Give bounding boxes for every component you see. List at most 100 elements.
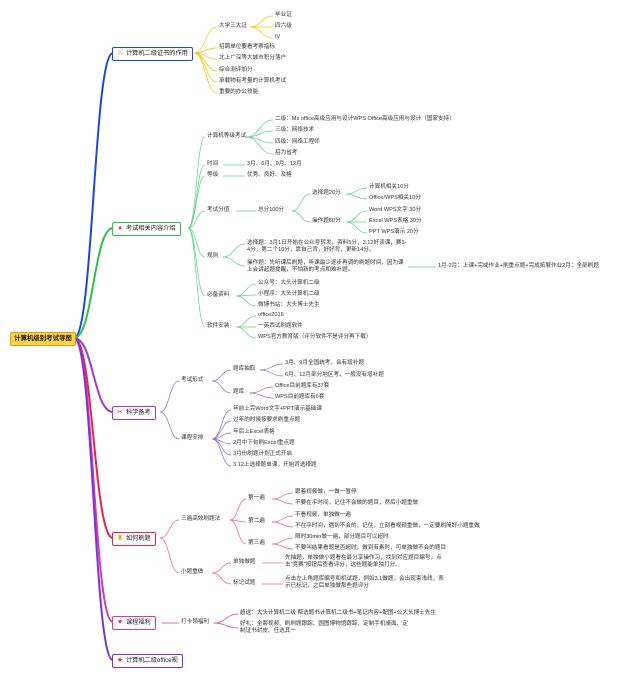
wire-b2-op-2 (345, 221, 368, 234)
node-bank[interactable]: 题库 (233, 389, 245, 395)
node-material-miniapp[interactable]: 小程序：大头计算机二级 (258, 291, 320, 297)
star-icon: ★ (116, 657, 124, 664)
branch-course-benefits[interactable]: ♥课程福利 (112, 616, 156, 630)
castle-icon: ♜ (116, 535, 124, 542)
node-material-wechat[interactable]: 公众号：大头计算机二级 (258, 280, 320, 286)
node-bank-office[interactable]: Office目前题库有37套 (275, 383, 330, 389)
node-time-value[interactable]: 3月、6月、9月、12月 (247, 161, 302, 167)
wire-b2-must-0 (235, 283, 257, 297)
wire-b4-1 (159, 537, 180, 574)
node-rule-choice[interactable]: 选择题：3月1日开始在公众号转发，资料5分，3.12好读课，赛3-4分，第二个1… (247, 240, 407, 253)
node-score[interactable]: 考试分值 (207, 207, 230, 213)
root-topic[interactable]: 计算机级别考试导图 (10, 332, 76, 346)
node-level2[interactable]: 二级：Ms office高级应用与设计WPS Office高级应用与设计（国家支… (275, 116, 455, 122)
node-pass-2b[interactable]: 不在乎时间，遇到不会的，记住，立刻看视频重做，一定要刷简好小题重做 (295, 523, 480, 529)
node-cet[interactable]: 四六级 (275, 23, 292, 29)
wire-b2-choice-0 (345, 187, 368, 195)
branch-exam-content[interactable]: ♦考试相关内容介绍 (112, 222, 181, 236)
node-level3[interactable]: 三级：网络技术 (275, 127, 315, 133)
node-material-weibo[interactable]: 微博书站：大头博士先生 (258, 302, 320, 308)
node-recruit[interactable]: 招聘单位要看考察指标 (219, 44, 275, 50)
node-software-practice[interactable]: 一英西试刷题软件 (258, 323, 303, 329)
node-plan-5[interactable]: 3月份刷题计划正式开启 (233, 451, 293, 457)
node-solo[interactable]: 单独做题 (233, 559, 256, 565)
node-gift-1[interactable]: 超送：大头计算机二级 帮选题书计算机二级书+笔记内容+配图+公大头博士先生 (240, 610, 436, 616)
node-plan-4[interactable]: 2月中下旬刷Excel重点题 (233, 440, 295, 446)
node-checkin[interactable]: 打卡领福利 (181, 619, 209, 625)
node-pass-3a[interactable]: 限时30min做一遍，部分题目可以超时 (295, 534, 389, 540)
wire-b2-rule-1 (222, 256, 246, 267)
wire-b1-5 (193, 52, 218, 94)
node-eval[interactable]: 综合测评加分 (219, 67, 253, 73)
node-op-excel[interactable]: Excel WPS表格 30分 (369, 218, 422, 224)
node-software-wps[interactable]: WPS官方教育版（评分软件不是评分再下载） (258, 334, 372, 340)
wire-b4-three-2 (229, 519, 247, 545)
node-plan-2[interactable]: 过年的时候按要求刷重点题 (233, 417, 301, 423)
node-software-office[interactable]: office2016 (258, 312, 284, 318)
node-pass-3[interactable]: 第三遍 (248, 540, 265, 546)
node-operation[interactable]: 操作题80分 (312, 218, 341, 224)
wire-b3-lib-1 (259, 369, 284, 377)
branch-certificate-use[interactable]: ☆计算机二级证书的作用 (112, 47, 193, 61)
node-form-1[interactable]: 3月、9月全国统考，会有增补题 (285, 360, 364, 366)
node-pass-1[interactable]: 第一遍 (248, 495, 265, 501)
node-level4[interactable]: 四级：网络工程师 (275, 139, 320, 145)
branch-study-prep[interactable]: ✂科学备考 (112, 406, 156, 420)
wire-root-b3 (73, 337, 114, 413)
node-exam-form[interactable]: 考试形式 (181, 377, 204, 383)
node-mark-desc[interactable]: 点击左上角题库编号和机试题，例如3.1做题，会出现束浅线，表示已标记，之后单独做… (285, 576, 444, 589)
wire-root-b4 (73, 337, 114, 539)
node-level-value[interactable]: 优秀、良好、及格 (247, 172, 292, 178)
wire-b4-small-0 (211, 562, 232, 574)
node-skill[interactable]: 重要的办公技能 (219, 89, 259, 95)
wire-b2-score-split-1 (291, 210, 311, 223)
node-diploma[interactable]: 毕业证 (275, 12, 292, 18)
node-pass-1a[interactable]: 跟着视频做，一做一暂停 (295, 489, 357, 495)
wire-b4-w1-1 (271, 498, 294, 505)
node-exam-type[interactable]: 计算机等级考试 (207, 133, 247, 139)
node-plan[interactable]: 课程安排 (181, 435, 204, 441)
node-pass-2[interactable]: 第二遍 (248, 518, 265, 524)
node-pass-1b[interactable]: 不要在乎时间，记住不会做的题目，然后小题重做 (295, 500, 419, 506)
wire-b5-card-0 (213, 613, 239, 624)
node-plan-1[interactable]: 年前上完Word文字+PPT演示基础课 (233, 406, 322, 412)
node-rule-schedule[interactable]: 1月-2月：上课+完成作业+刷重点题+完成拓展作业2月：全部刷题 (438, 263, 599, 269)
node-score-total[interactable]: 总分100分 (258, 207, 285, 213)
node-mark[interactable]: 标记试题 (233, 580, 256, 586)
node-choice-2[interactable]: Office/WPS相关10分 (369, 195, 421, 201)
wire-b2-type-3 (245, 136, 274, 155)
branch-office-video[interactable]: ★计算机二级office视 (112, 654, 183, 668)
node-time[interactable]: 时间 (207, 161, 219, 167)
node-level[interactable]: 等级 (207, 172, 219, 178)
node-pass-2a[interactable]: 不看视频，单独做一遍 (295, 512, 351, 518)
node-choice-1[interactable]: 计算机相关10分 (369, 184, 409, 190)
node-iv[interactable]: IV (275, 34, 281, 40)
wire-b3-1 (159, 411, 180, 440)
node-choice[interactable]: 选择题20分 (312, 190, 341, 196)
node-solo-desc[interactable]: 先抽题，单独做小题看在最分享操作习，找到对应题目编号，点击"竞赛"按钮后查看评分… (285, 555, 442, 568)
node-gift-2[interactable]: 好礼：全套视频、刷刷题跟踪、圆图博物馆跟踪、定制手机桌面、定制证书封皮、任选其一 (240, 621, 408, 634)
node-form-2[interactable]: 6月、12月部分地区考，一般没有增补题 (285, 372, 384, 378)
node-three-certs[interactable]: 大学三大证 (219, 23, 247, 29)
wire-b4-small-1 (211, 572, 232, 585)
node-exam[interactable]: 承载物有考量的计算机考试 (219, 78, 287, 84)
node-redo[interactable]: 小题重做 (181, 569, 204, 575)
node-draw[interactable]: 题库抽取 (233, 366, 256, 372)
node-rule-operation[interactable]: 操作题：先听课后刷题，听课最少逐步再调的刷题时间，因为课上会讲起题提醒，不怕新的… (247, 260, 404, 273)
branch-how-to-practice[interactable]: ♜如何刷题 (112, 532, 156, 546)
node-settle[interactable]: 北上广深等大城市积分落户 (219, 55, 287, 61)
wire-b2-0 (187, 136, 206, 229)
node-pass-3b[interactable]: 不要叫结果看题是否超时，做到有素时，可单独做不会的题目 (295, 545, 447, 551)
branch-label: 科学备考 (126, 409, 151, 416)
node-op-word[interactable]: Word WPS文字 30分 (369, 207, 422, 213)
node-three-pass[interactable]: 三遍高效刷题法 (181, 516, 221, 522)
node-plan-6[interactable]: 3.12上选择题单课，开始背选择题 (233, 462, 317, 468)
node-plan-3[interactable]: 年后上Excel表格 (233, 429, 275, 435)
node-bank-wps[interactable]: WPS目前题库有6套 (275, 394, 325, 400)
wire-b4-three-1 (229, 519, 247, 523)
node-op-ppt[interactable]: PPT WPS演示 20分 (369, 229, 419, 235)
node-province[interactable]: 招为省考 (275, 150, 298, 156)
node-rule[interactable]: 规则 (207, 253, 219, 259)
node-software[interactable]: 软件安装 (207, 323, 230, 329)
node-materials[interactable]: 必备资料 (207, 292, 230, 298)
